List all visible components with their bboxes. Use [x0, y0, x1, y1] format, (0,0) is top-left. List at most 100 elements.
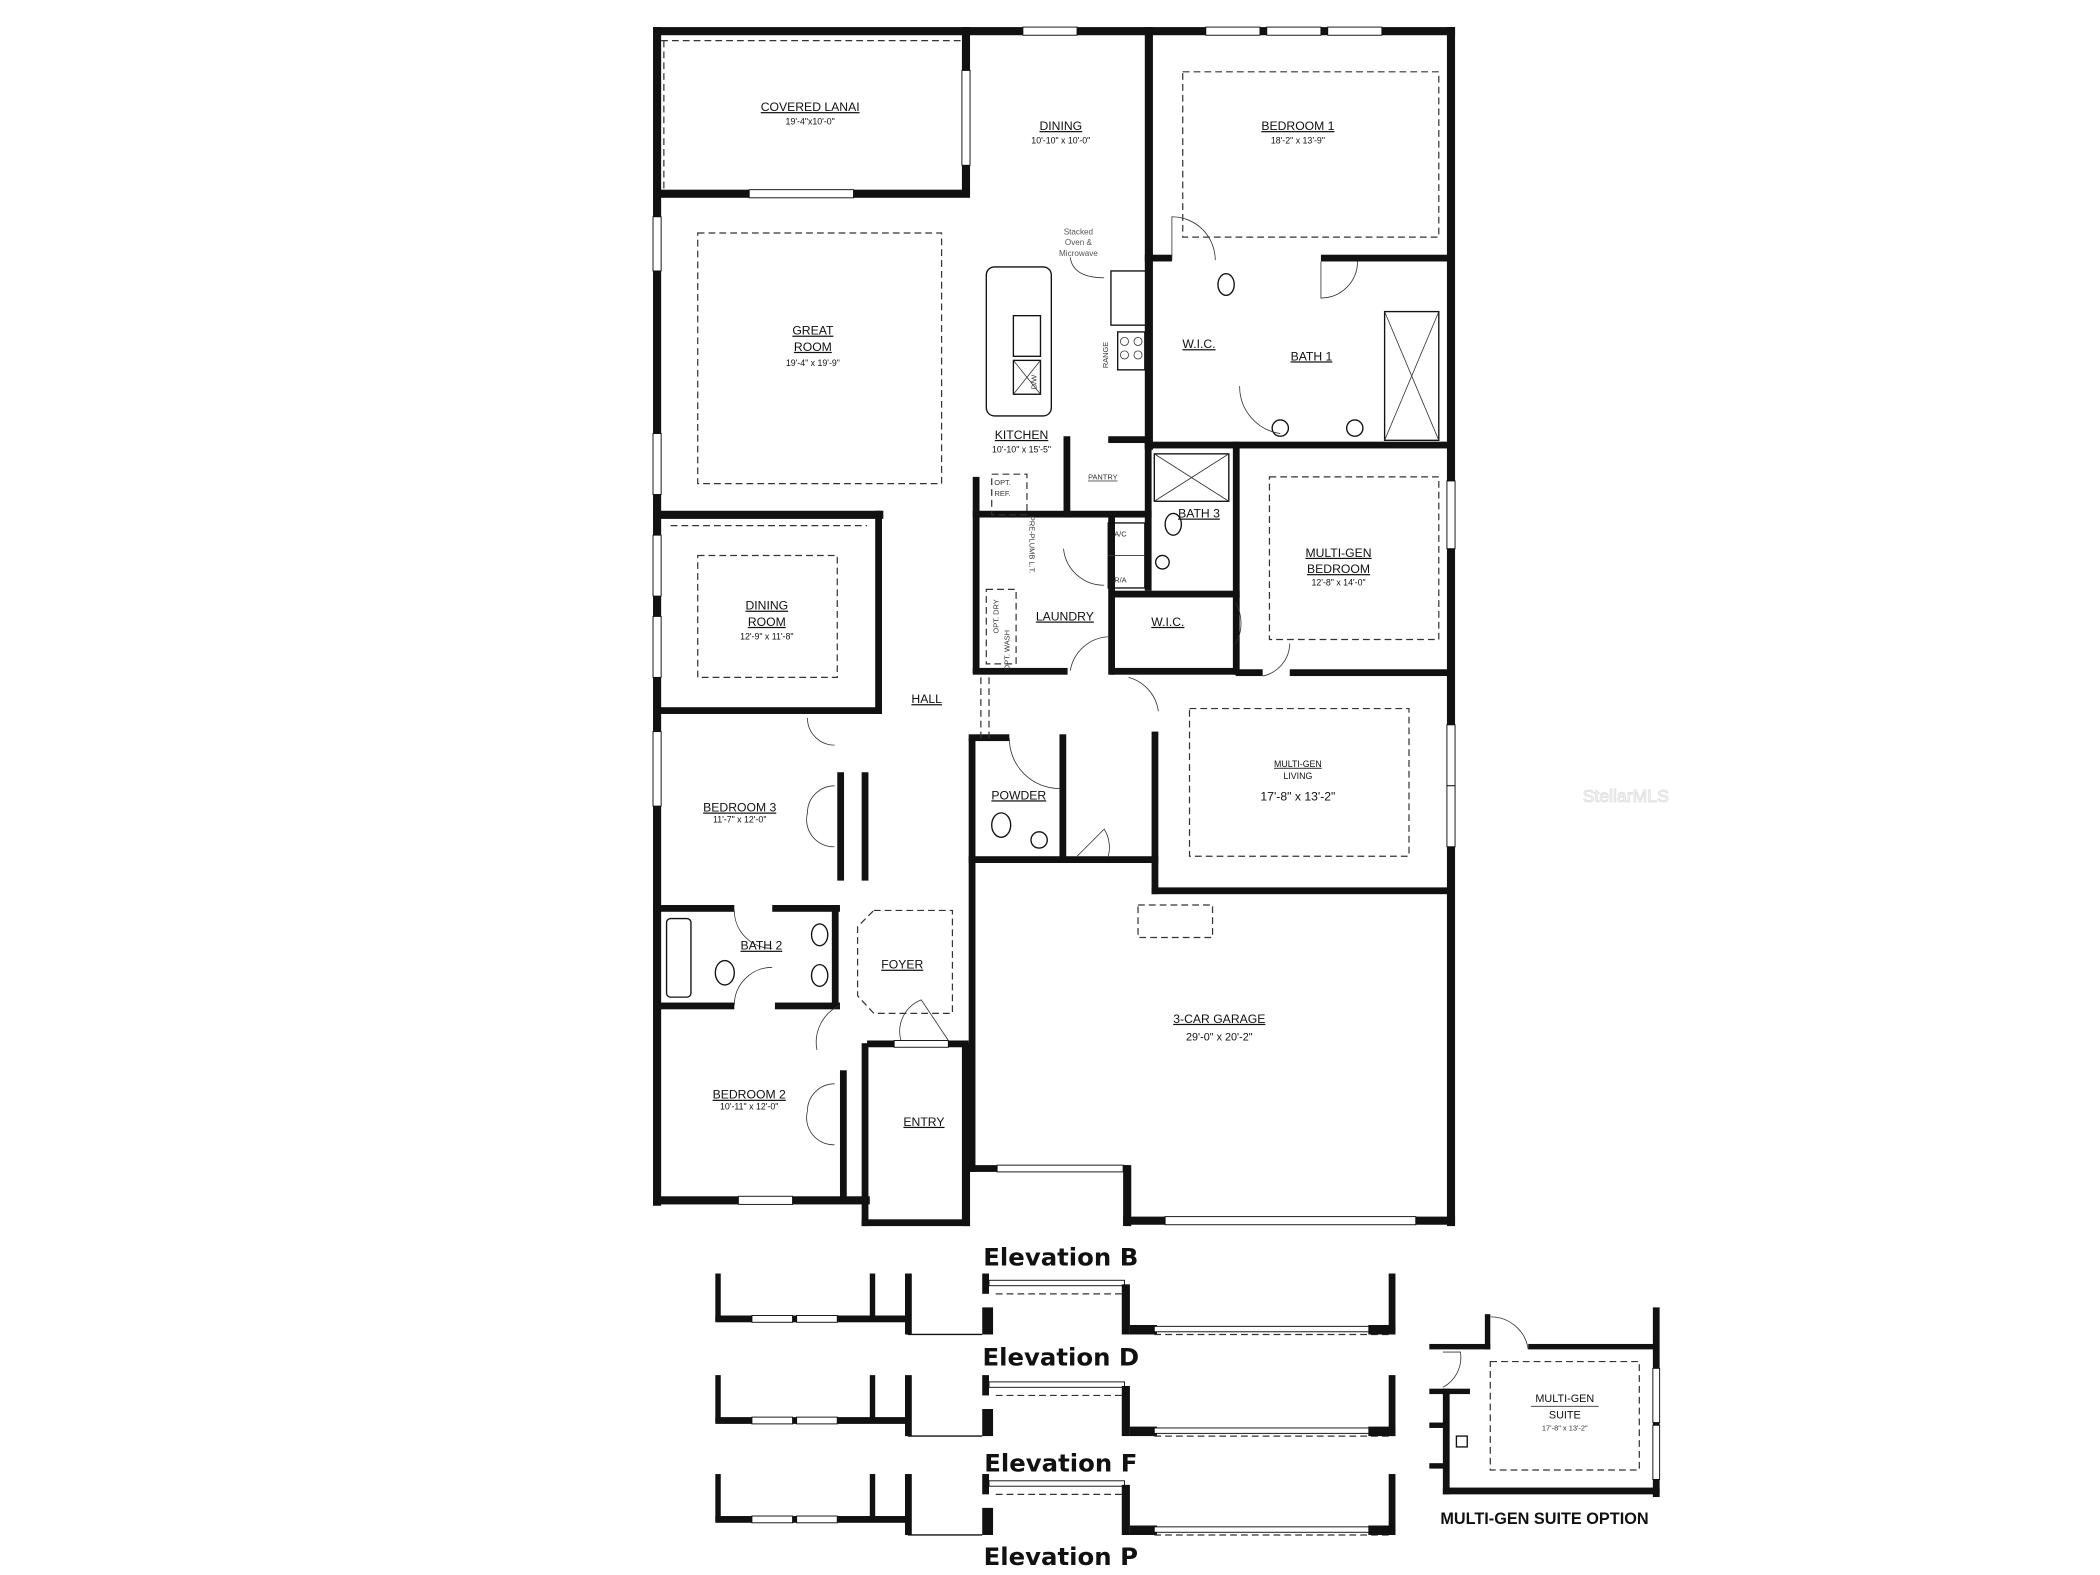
elevation-front-plans	[715, 1273, 1396, 1536]
elevation-d-plan	[715, 1375, 1396, 1437]
door-swing	[815, 1004, 841, 1051]
elevation-d-label: Elevation D	[982, 1343, 1139, 1372]
door-swing	[1262, 643, 1291, 677]
note-opt-ref: OPT.	[994, 478, 1011, 487]
arrow-icon	[1069, 257, 1105, 279]
room-size-kitchen: 10'-10" x 15'-5"	[992, 445, 1051, 455]
note-ra: R/A	[1114, 576, 1126, 585]
room-label-entry: ENTRY	[903, 1115, 944, 1129]
door-swing	[1171, 216, 1216, 261]
suite-label: SUITE	[1549, 1409, 1581, 1421]
toilet-icon	[991, 812, 1012, 838]
room-label-multi-gen-bedroom: MULTI-GEN	[1305, 546, 1371, 560]
room-label-bedroom-1: BEDROOM 1	[1261, 119, 1334, 133]
elevation-p-label: Elevation P	[984, 1542, 1138, 1571]
door-swing	[1076, 828, 1110, 857]
sink-icon	[1345, 419, 1364, 437]
room-labels: COVERED LANAI 19'-4"x10'-0" DINING 10'-1…	[703, 100, 1371, 1129]
toilet-icon	[1164, 512, 1183, 536]
stacked-oven-icon	[1110, 270, 1147, 326]
note-dw: D/W	[1029, 375, 1038, 389]
room-label-kitchen: KITCHEN	[995, 428, 1049, 442]
bathtub-icon	[665, 917, 692, 998]
bath-fixtures	[665, 272, 1440, 998]
kitchen-fixtures	[985, 257, 1147, 516]
room-label-bath-3: BATH 3	[1178, 507, 1220, 521]
room-size-bedroom-2: 10'-11" x 12'-0"	[720, 1102, 778, 1112]
room-size-bedroom-1: 18'-2" x 13'-9"	[1271, 136, 1325, 146]
range-icon	[1117, 331, 1146, 371]
note-opt-wash: OPT. WASH	[1002, 630, 1011, 671]
note-range: RANGE	[1101, 342, 1110, 368]
suite-label: MULTI-GEN	[1535, 1393, 1594, 1405]
sink-icon	[1030, 831, 1048, 849]
elevation-b-label: Elevation B	[983, 1242, 1138, 1271]
room-label-dining-room: ROOM	[748, 615, 786, 629]
multi-gen-option-title: MULTI-GEN SUITE OPTION	[1440, 1510, 1648, 1528]
room-label-dining-room: DINING	[745, 599, 788, 613]
multi-gen-suite-option: MULTI-GEN SUITE 17'-8" x 13'-2" MULTI-GE…	[1429, 1307, 1661, 1528]
sink-icon	[1271, 419, 1290, 437]
windows	[652, 26, 1456, 1226]
note-stacked-oven: Stacked	[1064, 227, 1093, 236]
washer-dryer-icon	[985, 588, 1017, 665]
closet-door-swing	[806, 785, 835, 848]
door-swing	[1239, 386, 1281, 434]
toilet-icon	[714, 959, 735, 986]
room-label-bedroom-3: BEDROOM 3	[703, 801, 776, 815]
dishwasher-icon	[1012, 359, 1042, 395]
room-label-laundry: LAUNDRY	[1036, 609, 1094, 623]
shower-icon	[1383, 310, 1440, 441]
note-stacked-oven: Microwave	[1059, 249, 1098, 258]
room-label-foyer: FOYER	[881, 958, 923, 972]
door-swing	[1069, 636, 1109, 671]
note-opt-ref: REF.	[994, 489, 1010, 498]
watermark: StellarMLS	[1583, 786, 1669, 806]
door-swing	[1235, 602, 1242, 644]
suite-size: 17'-8" x 13'-2"	[1542, 1424, 1588, 1433]
door-swing	[1490, 1316, 1529, 1350]
room-label-powder: POWDER	[991, 788, 1046, 802]
sink-icon	[810, 963, 829, 987]
doors	[733, 216, 1358, 1146]
room-label-dining: DINING	[1039, 119, 1082, 133]
room-label-multi-gen-bedroom: BEDROOM	[1307, 562, 1370, 576]
room-outlines	[661, 40, 1440, 1015]
room-label-garage: 3-CAR GARAGE	[1173, 1012, 1265, 1026]
room-label-pantry: PANTRY	[1088, 473, 1118, 482]
door-swing	[1008, 738, 1060, 789]
room-label-great-room: GREAT	[792, 324, 834, 338]
room-label-multi-gen-living: LIVING	[1283, 771, 1312, 781]
room-label-bath-2: BATH 2	[741, 939, 783, 953]
shower-icon	[1153, 453, 1230, 502]
toilet-icon	[1217, 272, 1235, 297]
room-label-bath-1: BATH 1	[1291, 349, 1333, 363]
room-label-bedroom-2: BEDROOM 2	[713, 1088, 786, 1102]
door-swing	[1128, 677, 1159, 712]
elevation-b-plan	[715, 1273, 1396, 1336]
kitchen-island	[985, 266, 1053, 417]
sink-icon	[1455, 1435, 1468, 1448]
room-size-dining-room: 12'-9" x 11'-8"	[740, 631, 793, 641]
room-label-hall: HALL	[911, 692, 942, 706]
room-size-garage: 29'-0" x 20'-2"	[1186, 1031, 1253, 1043]
room-size-multi-gen-bedroom: 12'-8" x 14'-0"	[1311, 577, 1365, 587]
room-label-great-room: ROOM	[794, 340, 832, 354]
note-stacked-oven: Oven &	[1065, 238, 1093, 247]
door-swing	[1320, 261, 1358, 299]
closet-door-swing	[806, 1083, 835, 1146]
room-label-multi-gen-living: MULTI-GEN	[1274, 759, 1322, 769]
room-size-multi-gen-living: 17'-8" x 13'-2"	[1260, 790, 1335, 804]
elevation-f-plan	[715, 1474, 1396, 1536]
door-swing	[733, 910, 773, 1006]
room-size-great-room: 19'-4" x 19'-9"	[786, 358, 840, 368]
note-opt-dry: OPT. DRY	[991, 599, 1000, 633]
sink-icon	[1154, 554, 1170, 570]
room-label-wic-2: W.I.C.	[1151, 615, 1184, 629]
sink-icon	[1012, 314, 1042, 357]
room-size-dining: 10'-10" x 10'-0"	[1031, 136, 1090, 146]
note-pre-plumb: PRE-PLUMB L.T.	[1028, 516, 1037, 573]
elevation-labels: Elevation B Elevation D Elevation F Elev…	[982, 1242, 1139, 1570]
room-size-covered-lanai: 19'-4"x10'-0"	[786, 117, 835, 127]
